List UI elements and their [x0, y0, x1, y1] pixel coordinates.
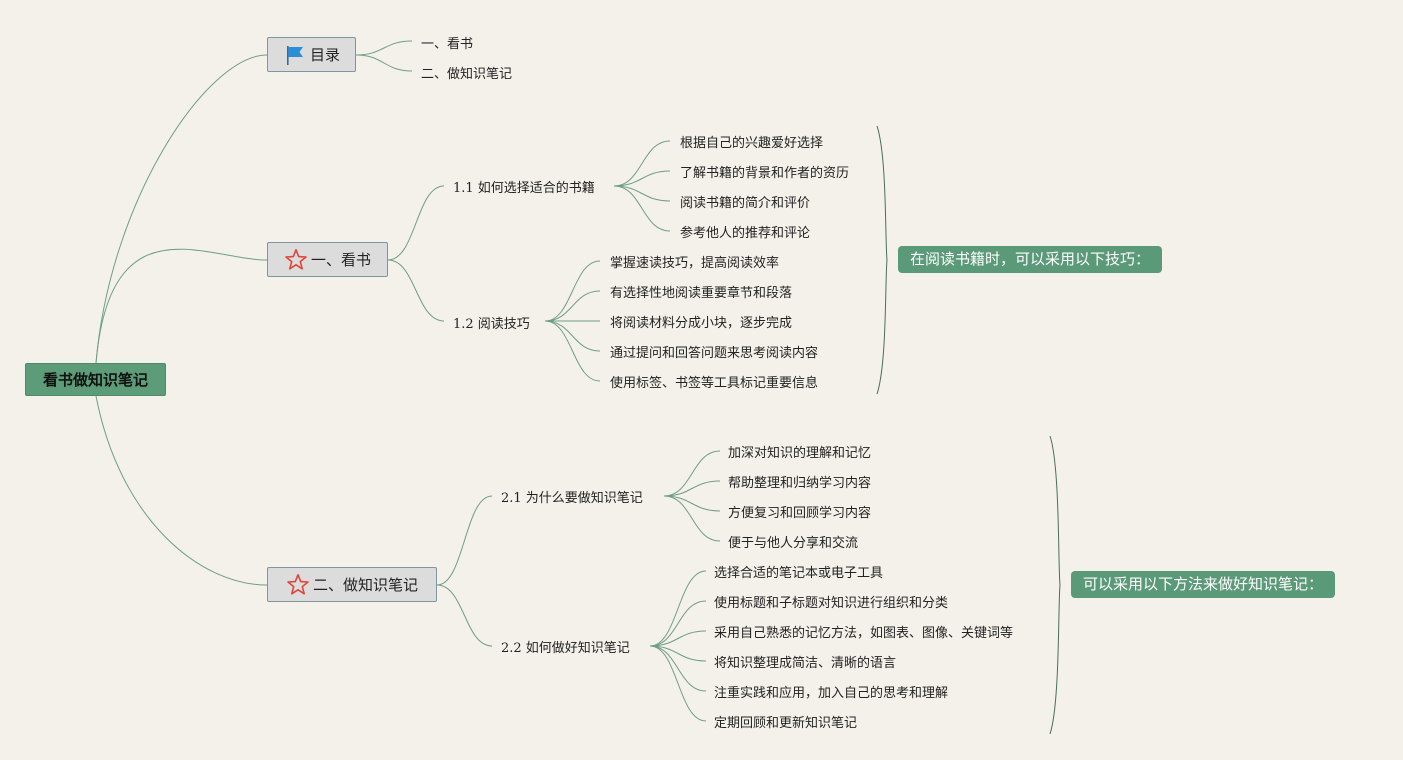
how-notes-link-2: [649, 600, 707, 647]
reading-skills-link-2: [544, 290, 601, 322]
leaf-2-2-4[interactable]: 将知识整理成简洁、清晰的语言: [714, 656, 897, 671]
leaf-1-1-2[interactable]: 了解书籍的背景和作者的资历: [680, 166, 850, 181]
reading-skills-link-5: [544, 320, 601, 382]
leaf-1-2-1[interactable]: 掌握速读技巧，提高阅读效率: [610, 256, 780, 271]
subtopic-why-notes[interactable]: 2.1 为什么要做知识笔记: [501, 491, 643, 506]
root-to-toc-link: [95, 54, 268, 364]
reading-sub-link-2: [387, 259, 445, 322]
leaf-1-2-4[interactable]: 通过提问和回答问题来思考阅读内容: [610, 346, 819, 361]
branch-reading-title: 一、看书: [310, 251, 371, 269]
notes-sub-link-1: [436, 495, 493, 586]
reading-skills-link-4: [544, 320, 601, 352]
reading-skills-link-1: [544, 260, 601, 322]
reading-sub-link-1: [387, 185, 445, 261]
why-notes-link-2: [663, 480, 721, 497]
root-to-reading-link: [95, 248, 268, 364]
summary-notes[interactable]: 可以采用以下方法来做好知识笔记：: [1071, 571, 1336, 598]
why-notes-link-3: [663, 495, 721, 512]
toc-node[interactable]: 目录: [267, 37, 356, 72]
choose-books-link-3: [613, 185, 671, 202]
leaf-2-1-3[interactable]: 方便复习和回顾学习内容: [728, 506, 872, 521]
leaf-1-1-1[interactable]: 根据自己的兴趣爱好选择: [680, 136, 824, 151]
leaf-2-2-6[interactable]: 定期回顾和更新知识笔记: [714, 716, 858, 731]
leaf-2-1-2[interactable]: 帮助整理和归纳学习内容: [728, 476, 872, 491]
leaf-2-2-3[interactable]: 采用自己熟悉的记忆方法，如图表、图像、关键词等: [714, 626, 1014, 641]
branch-notes-node[interactable]: 二、做知识笔记: [267, 567, 437, 602]
how-notes-link-5: [649, 645, 707, 692]
root-title: 看书做知识笔记: [42, 371, 148, 389]
why-notes-link-1: [663, 450, 721, 497]
choose-books-link-1: [613, 140, 671, 187]
choose-books-link-2: [613, 170, 671, 187]
notes-sub-link-2: [436, 584, 493, 647]
root-to-notes-link: [95, 395, 268, 586]
choose-books-link-4: [613, 185, 671, 232]
branch-reading-node[interactable]: 一、看书: [267, 242, 388, 277]
root-node[interactable]: 看书做知识笔记: [25, 363, 166, 396]
subtopic-choose-books[interactable]: 1.1 如何选择适合的书籍: [453, 181, 595, 196]
how-notes-link-1: [649, 570, 707, 647]
leaf-1-2-2[interactable]: 有选择性地阅读重要章节和段落: [610, 286, 793, 301]
how-notes-link-3: [649, 630, 707, 647]
how-notes-link-4: [649, 645, 707, 662]
summary-reading[interactable]: 在阅读书籍时，可以采用以下技巧：: [898, 246, 1163, 273]
star-outline-icon: [286, 573, 310, 597]
how-notes-link-6: [649, 645, 707, 722]
toc-link-1: [355, 40, 413, 56]
leaf-1-2-3[interactable]: 将阅读材料分成小块，逐步完成: [610, 316, 793, 331]
leaf-2-2-5[interactable]: 注重实践和应用，加入自己的思考和理解: [714, 686, 949, 701]
leaf-2-1-1[interactable]: 加深对知识的理解和记忆: [728, 446, 872, 461]
toc-item-1[interactable]: 一、看书: [421, 37, 474, 52]
leaf-1-1-4[interactable]: 参考他人的推荐和评论: [680, 226, 811, 241]
notes-bracket: [1049, 435, 1061, 735]
toc-link-2: [355, 54, 413, 72]
star-outline-icon: [284, 248, 308, 272]
toc-item-2[interactable]: 二、做知识笔记: [421, 67, 513, 82]
why-notes-link-4: [663, 495, 721, 542]
leaf-2-2-1[interactable]: 选择合适的笔记本或电子工具: [714, 566, 884, 581]
subtopic-how-notes[interactable]: 2.2 如何做好知识笔记: [501, 641, 630, 656]
leaf-1-1-3[interactable]: 阅读书籍的简介和评价: [680, 196, 811, 211]
flag-icon: [283, 43, 307, 67]
leaf-1-2-5[interactable]: 使用标签、书签等工具标记重要信息: [610, 376, 819, 391]
toc-title: 目录: [309, 46, 340, 64]
reading-bracket: [876, 125, 888, 395]
leaf-2-1-4[interactable]: 便于与他人分享和交流: [728, 536, 859, 551]
branch-notes-title: 二、做知识笔记: [312, 576, 418, 594]
leaf-2-2-2[interactable]: 使用标题和子标题对知识进行组织和分类: [714, 596, 949, 611]
subtopic-reading-skills[interactable]: 1.2 阅读技巧: [453, 317, 530, 332]
